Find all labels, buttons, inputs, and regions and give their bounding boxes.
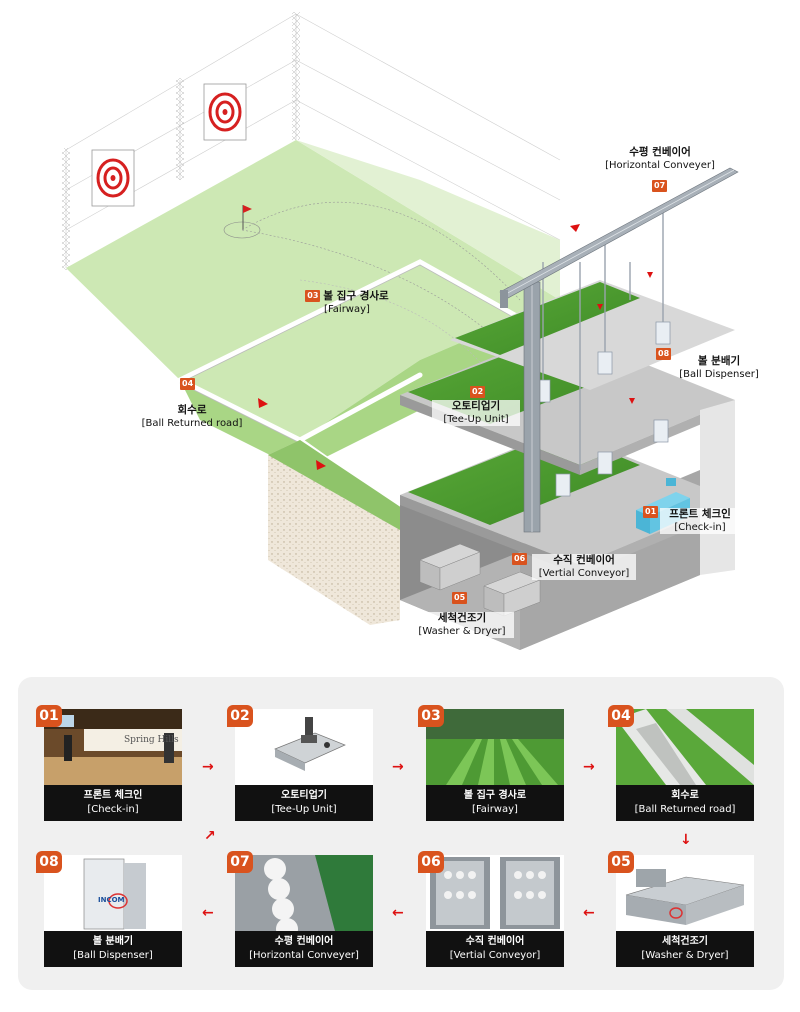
ball-dispenser-unit (535, 321, 671, 497)
label-vertical-conveyor: 수직 컨베이어 [Vertial Conveyor] (532, 554, 636, 580)
step-number: 02 (227, 705, 253, 727)
washer-dryer (419, 543, 541, 617)
step-horizontal-conveyer: 07 수평 컨베이어[Horizontal Conveyer] (227, 851, 373, 967)
driving-range-illustration (62, 12, 739, 650)
arrow-right-icon: → (392, 759, 404, 775)
step-fairway: 03 볼 집구 경사로[Fairway] (418, 705, 564, 821)
step-number: 07 (227, 851, 253, 873)
tee-up-photo (235, 709, 373, 785)
label-horizontal-conveyer: 수평 컨베이어 [Horizontal Conveyer] (605, 146, 715, 171)
dispenser-brand: INCOM (98, 896, 125, 904)
ground-cutaway (268, 440, 400, 625)
step-caption: 볼 집구 경사로[Fairway] (426, 785, 564, 821)
ball-dispenser-photo: INCOM (44, 855, 182, 931)
step-ball-dispenser: 08 INCOM 볼 분배기[Ball Dispenser] (36, 851, 182, 967)
fairway-lighter (296, 140, 560, 300)
badge-06: 06 (512, 553, 528, 565)
badge-05: 05 (452, 592, 468, 604)
badge-04: 04 (180, 378, 196, 390)
step-caption: 오토티업기[Tee-Up Unit] (235, 785, 373, 821)
step-number: 04 (608, 705, 634, 727)
label-tee-up: 오토티업기 [Tee-Up Unit] (432, 400, 520, 426)
badge-03: 03 (305, 290, 321, 302)
step-caption: 수직 컨베이어[Vertial Conveyor] (426, 931, 564, 967)
step-caption: 수평 컨베이어[Horizontal Conveyer] (235, 931, 373, 967)
target-board (203, 83, 247, 141)
step-number: 08 (36, 851, 62, 873)
flag-icon (223, 205, 261, 239)
process-panel: 01 Spring Hills 프론트 체크인[Check-in] 02 (18, 677, 784, 990)
step-check-in: 01 Spring Hills 프론트 체크인[Check-in] (36, 705, 182, 821)
check-in-photo: Spring Hills (44, 709, 182, 785)
badge-02: 02 (470, 386, 486, 398)
target-board (91, 149, 135, 207)
net-tower (62, 148, 70, 270)
step-number: 01 (36, 705, 62, 727)
badge-07: 07 (652, 180, 668, 192)
arrow-right-icon: → (583, 759, 595, 775)
label-check-in: 프론트 체크인 [Check-in] (660, 508, 740, 534)
arrow-down-icon: ↓ (680, 832, 692, 848)
arrow-left-icon: ← (202, 905, 214, 921)
arrow-up-right-icon: ↗ (204, 828, 216, 844)
net-tower (292, 12, 300, 140)
step-number: 05 (608, 851, 634, 873)
step-caption: 프론트 체크인[Check-in] (44, 785, 182, 821)
badge-08: 08 (656, 348, 672, 360)
step-caption: 회수로[Ball Returned road] (616, 785, 754, 821)
building-side-wall (700, 400, 735, 575)
drop-tube (542, 210, 664, 470)
flow-arrow (597, 272, 653, 404)
arrow-right-icon: → (202, 759, 214, 775)
ground-top (268, 440, 420, 530)
returned-road-photo (616, 709, 754, 785)
label-ball-dispenser: 볼 분배기 [Ball Dispenser] (679, 355, 759, 380)
step-tee-up: 02 오토티업기[Tee-Up Unit] (227, 705, 373, 821)
washer-photo (616, 855, 754, 931)
step-returned-road: 04 회수로[Ball Returned road] (608, 705, 754, 821)
step-number: 06 (418, 851, 444, 873)
arrow-left-icon: ← (583, 905, 595, 921)
step-number: 03 (418, 705, 444, 727)
badge-01: 01 (643, 506, 659, 518)
step-washer: 05 세척건조기[Washer & Dryer] (608, 851, 754, 967)
step-vertical-conveyor: 06 수직 컨베이어[Vertial Conveyor] (418, 851, 564, 967)
horizontal-conveyer-photo (235, 855, 373, 931)
fairway-photo (426, 709, 564, 785)
step-caption: 볼 분배기[Ball Dispenser] (44, 931, 182, 967)
vertical-conveyor-photo (426, 855, 564, 931)
label-washer: 세척건조기 [Washer & Dryer] (410, 612, 514, 638)
hitting-mat-floor-3 (455, 282, 640, 355)
floor-slab-3 (450, 280, 735, 390)
photo-sign: Spring Hills (124, 735, 179, 745)
net-tower (176, 78, 184, 180)
label-returned-road: 회수로 [Ball Returned road] (141, 404, 243, 429)
arrow-left-icon: ← (392, 905, 404, 921)
step-caption: 세척건조기[Washer & Dryer] (616, 931, 754, 967)
